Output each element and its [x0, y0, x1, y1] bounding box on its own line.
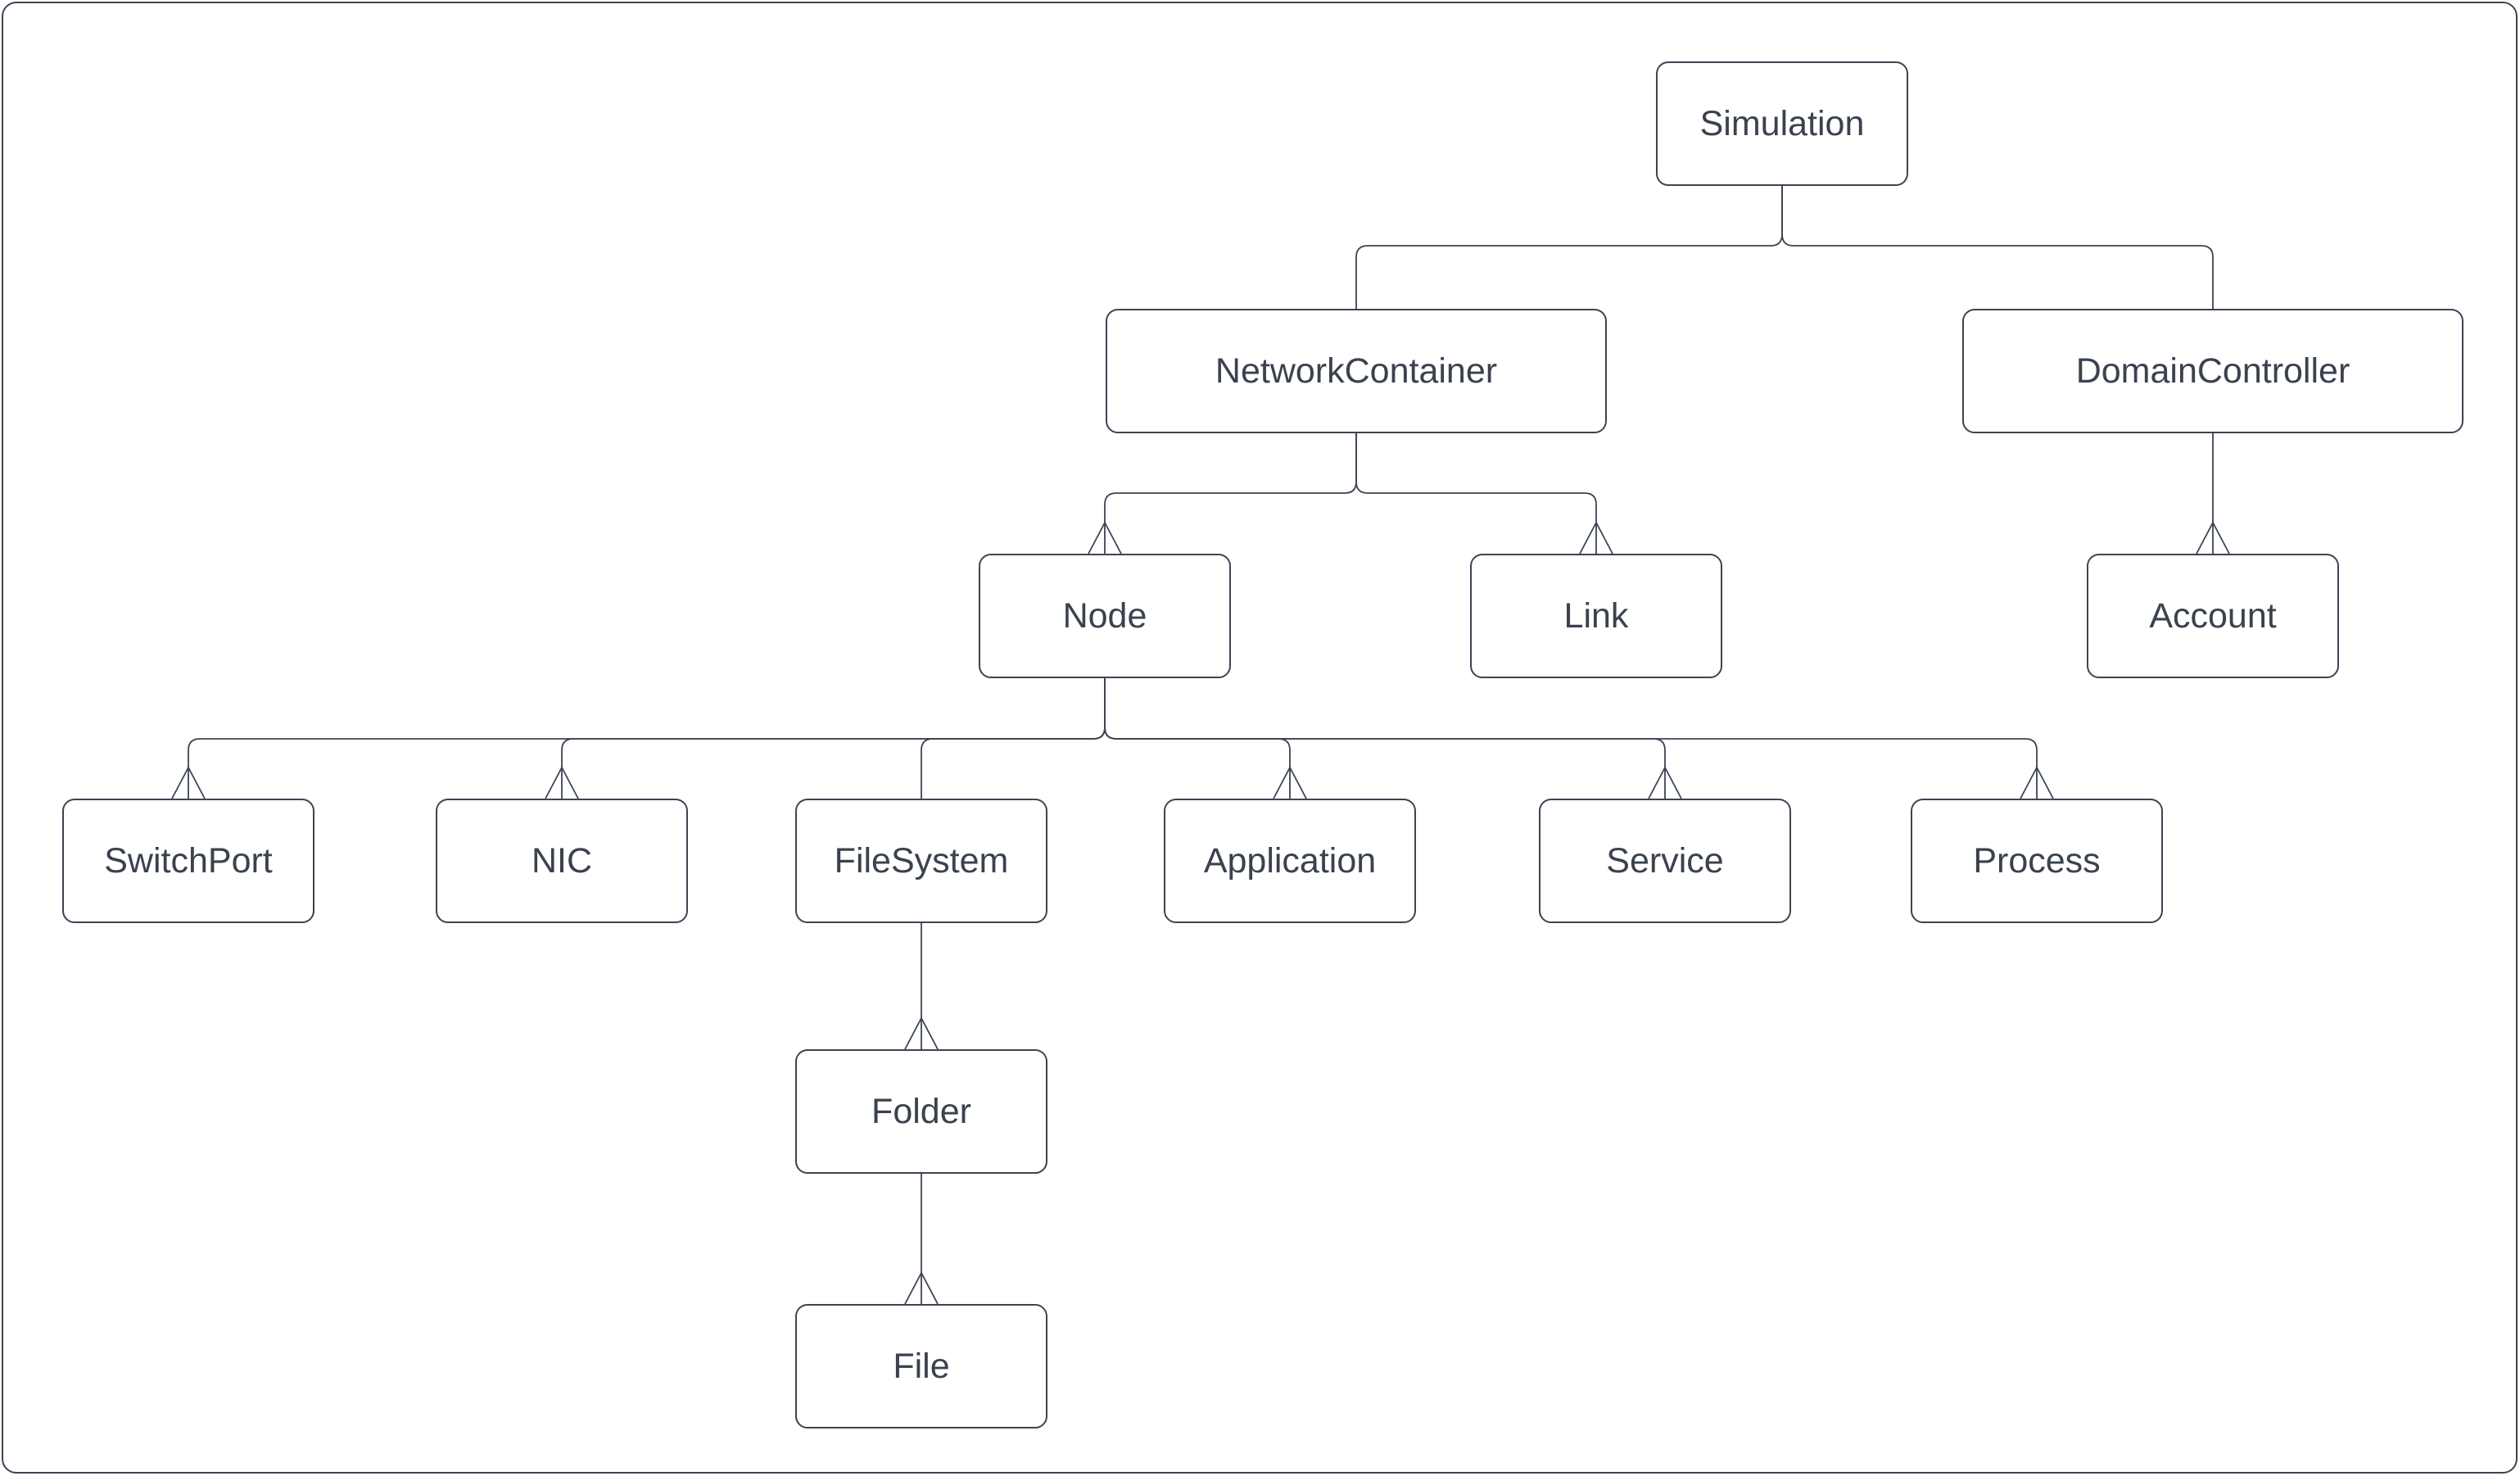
edge-simulation-networkcontainer — [1355, 186, 1783, 309]
open-arrowhead-switchport — [171, 767, 206, 799]
edge-simulation-domaincontroller — [1781, 186, 2214, 309]
open-arrowhead-link — [1579, 522, 1613, 555]
node-simulation: Simulation — [1656, 61, 1908, 186]
open-arrowhead-file — [904, 1272, 939, 1305]
node-folder: Folder — [795, 1049, 1047, 1174]
node-switch-port: SwitchPort — [62, 799, 314, 923]
node-file: File — [795, 1304, 1047, 1428]
node-node: Node — [979, 554, 1231, 678]
edge-node-filesystem — [921, 678, 1106, 799]
node-link: Link — [1470, 554, 1722, 678]
open-arrowhead-application — [1273, 767, 1307, 799]
node-file-system: FileSystem — [795, 799, 1047, 923]
node-service: Service — [1539, 799, 1791, 923]
node-nic: NIC — [436, 799, 688, 923]
open-arrowhead-folder — [904, 1017, 939, 1050]
open-arrowhead-service — [1648, 767, 1682, 799]
edge-networkcontainer-link — [1355, 433, 1597, 554]
node-process: Process — [1911, 799, 2163, 923]
node-account: Account — [2087, 554, 2339, 678]
node-network-container: NetworkContainer — [1106, 309, 1607, 433]
open-arrowhead-process — [2020, 767, 2054, 799]
open-arrowhead-node — [1088, 522, 1122, 555]
open-arrowhead-account — [2196, 522, 2230, 555]
node-domain-controller: DomainController — [1962, 309, 2463, 433]
edge-node-process — [1104, 678, 2038, 799]
open-arrowhead-nic — [545, 767, 579, 799]
edge-networkcontainer-node — [1104, 433, 1357, 554]
node-application: Application — [1164, 799, 1416, 923]
